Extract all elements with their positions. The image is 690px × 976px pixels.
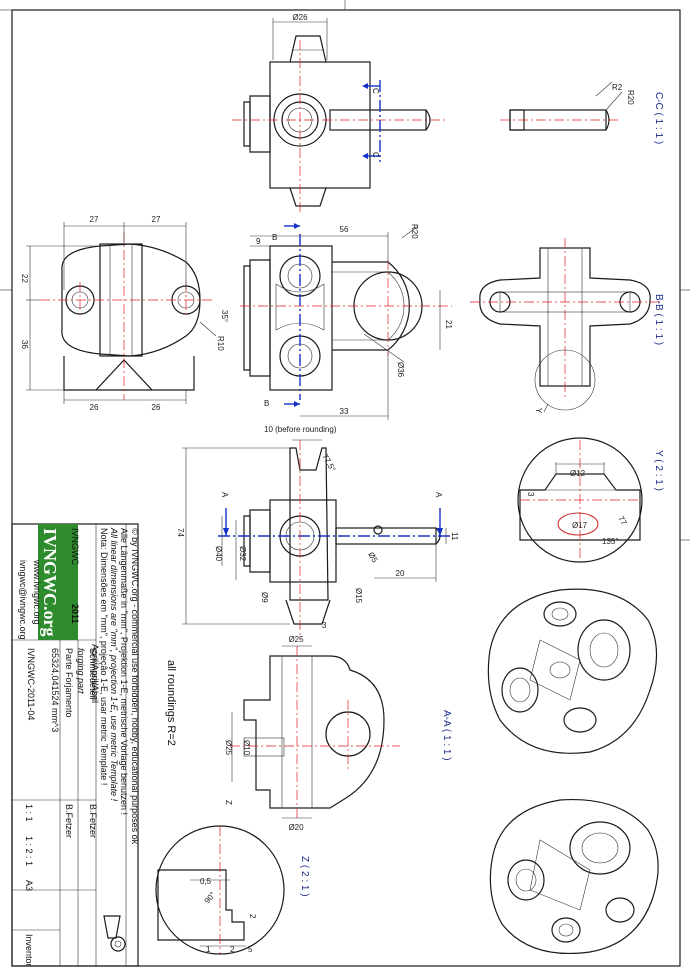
detail-y-marker: Y	[534, 408, 543, 414]
section-cc-view	[500, 81, 623, 131]
dim-z-1: 1	[206, 945, 211, 954]
dim-left-26b: 26	[152, 403, 161, 412]
dim-cc-r2: R2	[612, 83, 623, 92]
isometric-view-2	[489, 798, 659, 955]
top-view	[232, 18, 448, 212]
detail-z-marker: Z	[224, 800, 233, 805]
roundings-note: all roundings R=2	[165, 660, 177, 746]
dim-front-d40: Ø40	[214, 546, 223, 562]
dim-y-135: 135°	[602, 537, 619, 546]
dim-mid-9: 9	[256, 237, 261, 246]
cut-label-c2: C	[371, 152, 380, 158]
detail-label-y: Y ( 2 : 1 )	[653, 450, 664, 491]
dim-left-35deg: 35°	[220, 310, 229, 322]
dim-front-74: 74	[176, 528, 185, 537]
tb-logo-site-small: www.ivngwc.org	[32, 559, 42, 625]
tb-april: April/April/Abril	[90, 644, 100, 703]
dim-z-90: 90°	[203, 890, 218, 905]
title-block	[11, 523, 139, 967]
tb-copyright: © by IVNGWC.org - commercial use forbidd…	[130, 528, 140, 845]
tb-scale-a: 1 : 1	[24, 804, 34, 822]
dim-top-d26: Ø26	[292, 13, 308, 22]
dim-aa-d25a: Ø25	[288, 635, 304, 644]
dim-z-05: 0,5	[200, 877, 212, 886]
tb-email: ivngwc@ivngwc.org	[18, 560, 28, 640]
section-label-bb: B-B ( 1 : 1 )	[653, 294, 664, 345]
tb-logo-name: IVNGWC	[70, 528, 80, 565]
tb-drawing-no: IVNGWC-2011-04	[26, 648, 36, 720]
dim-y-d17: Ø17	[572, 521, 588, 530]
section-label-cc: C-C ( 1 : 1 )	[653, 92, 664, 144]
middle-view	[240, 223, 452, 420]
dim-front-d15: Ø15	[354, 588, 363, 604]
tb-name-de: Schmiedeteil	[88, 648, 98, 700]
dim-left-27a: 27	[90, 215, 99, 224]
tb-name-en: forging part	[76, 648, 86, 694]
dim-z-2b: 2	[230, 945, 235, 954]
dim-left-22: 22	[20, 274, 29, 283]
dim-mid-d36: Ø36	[396, 362, 405, 378]
dim-front-3: 3	[322, 621, 327, 630]
tb-software: Inventor	[24, 934, 34, 967]
tb-author1: B.Fetzer	[88, 804, 98, 838]
dim-y-3: 3	[526, 492, 535, 497]
dim-cc-r20: R20	[626, 90, 635, 105]
tb-scale-b: 1 : 2 : 1	[24, 836, 34, 866]
isometric-view-1	[487, 588, 658, 754]
dim-z-2: 2	[248, 914, 257, 919]
cut-label-a2: A	[434, 492, 443, 498]
dim-left-36: 36	[20, 340, 29, 349]
tb-name-pt: Parte Forjamento	[64, 648, 74, 718]
dim-mid-56: 56	[340, 225, 349, 234]
dim-front-10: 10 (before rounding)	[264, 425, 337, 434]
section-label-aa: A-A ( 1 : 1 )	[441, 710, 452, 761]
dim-aa-d25b: Ø25	[224, 740, 233, 756]
dim-mid-21: 21	[444, 320, 453, 329]
sheet-border	[11, 9, 681, 967]
detail-y-view	[517, 437, 643, 563]
dim-left-r10: R10	[216, 336, 225, 351]
detail-label-z: Z ( 2 : 1 )	[299, 856, 310, 897]
logo-block	[38, 524, 78, 640]
dim-mid-33: 33	[340, 407, 349, 416]
dim-left-27b: 27	[152, 215, 161, 224]
tb-logo-year: 2011	[70, 604, 80, 624]
section-aa-view	[230, 645, 400, 820]
dim-y-d12: Ø12	[570, 469, 586, 478]
dim-front-d9: Ø9	[260, 592, 269, 603]
markup-red-circle	[557, 512, 599, 536]
cut-label-b2: B	[264, 399, 269, 408]
dim-front-20: 20	[396, 569, 405, 578]
dim-z-5: 5	[248, 945, 253, 954]
side-view-left	[26, 222, 217, 404]
cut-label-a1: A	[220, 492, 229, 498]
detail-z-view	[155, 825, 285, 955]
tb-volume: 65324,041524 mm^3	[50, 648, 60, 732]
dim-aa-d10: Ø10	[242, 740, 251, 756]
cut-label-c1: C	[371, 88, 380, 94]
cut-label-b1: B	[272, 233, 277, 242]
dim-left-26a: 26	[90, 403, 99, 412]
dim-y-77: 77	[616, 515, 629, 528]
section-bb-view	[470, 238, 660, 413]
dim-mid-r20: R20	[410, 224, 419, 239]
dim-aa-d20: Ø20	[288, 823, 304, 832]
tb-format: A3	[24, 880, 34, 891]
dim-front-11: 11	[450, 532, 459, 541]
dim-front-d32: Ø32	[238, 546, 247, 562]
tb-note-pt: Nota: Dimensões em "mm", projeção 1-E, u…	[99, 528, 109, 785]
tb-logo-site: IVNGWC.org	[40, 528, 60, 637]
dim-front-d5: Ø5	[366, 551, 379, 565]
dim-front-77: 77,5°	[320, 453, 337, 474]
tb-note-en: All linear dimensions are "mm", projecti…	[109, 527, 119, 802]
front-view	[182, 439, 450, 640]
tb-note-de: Alle Längenmaße in "mm", Projektion 1-E,…	[119, 528, 129, 815]
tb-author2: B.Fetzer	[64, 804, 74, 838]
